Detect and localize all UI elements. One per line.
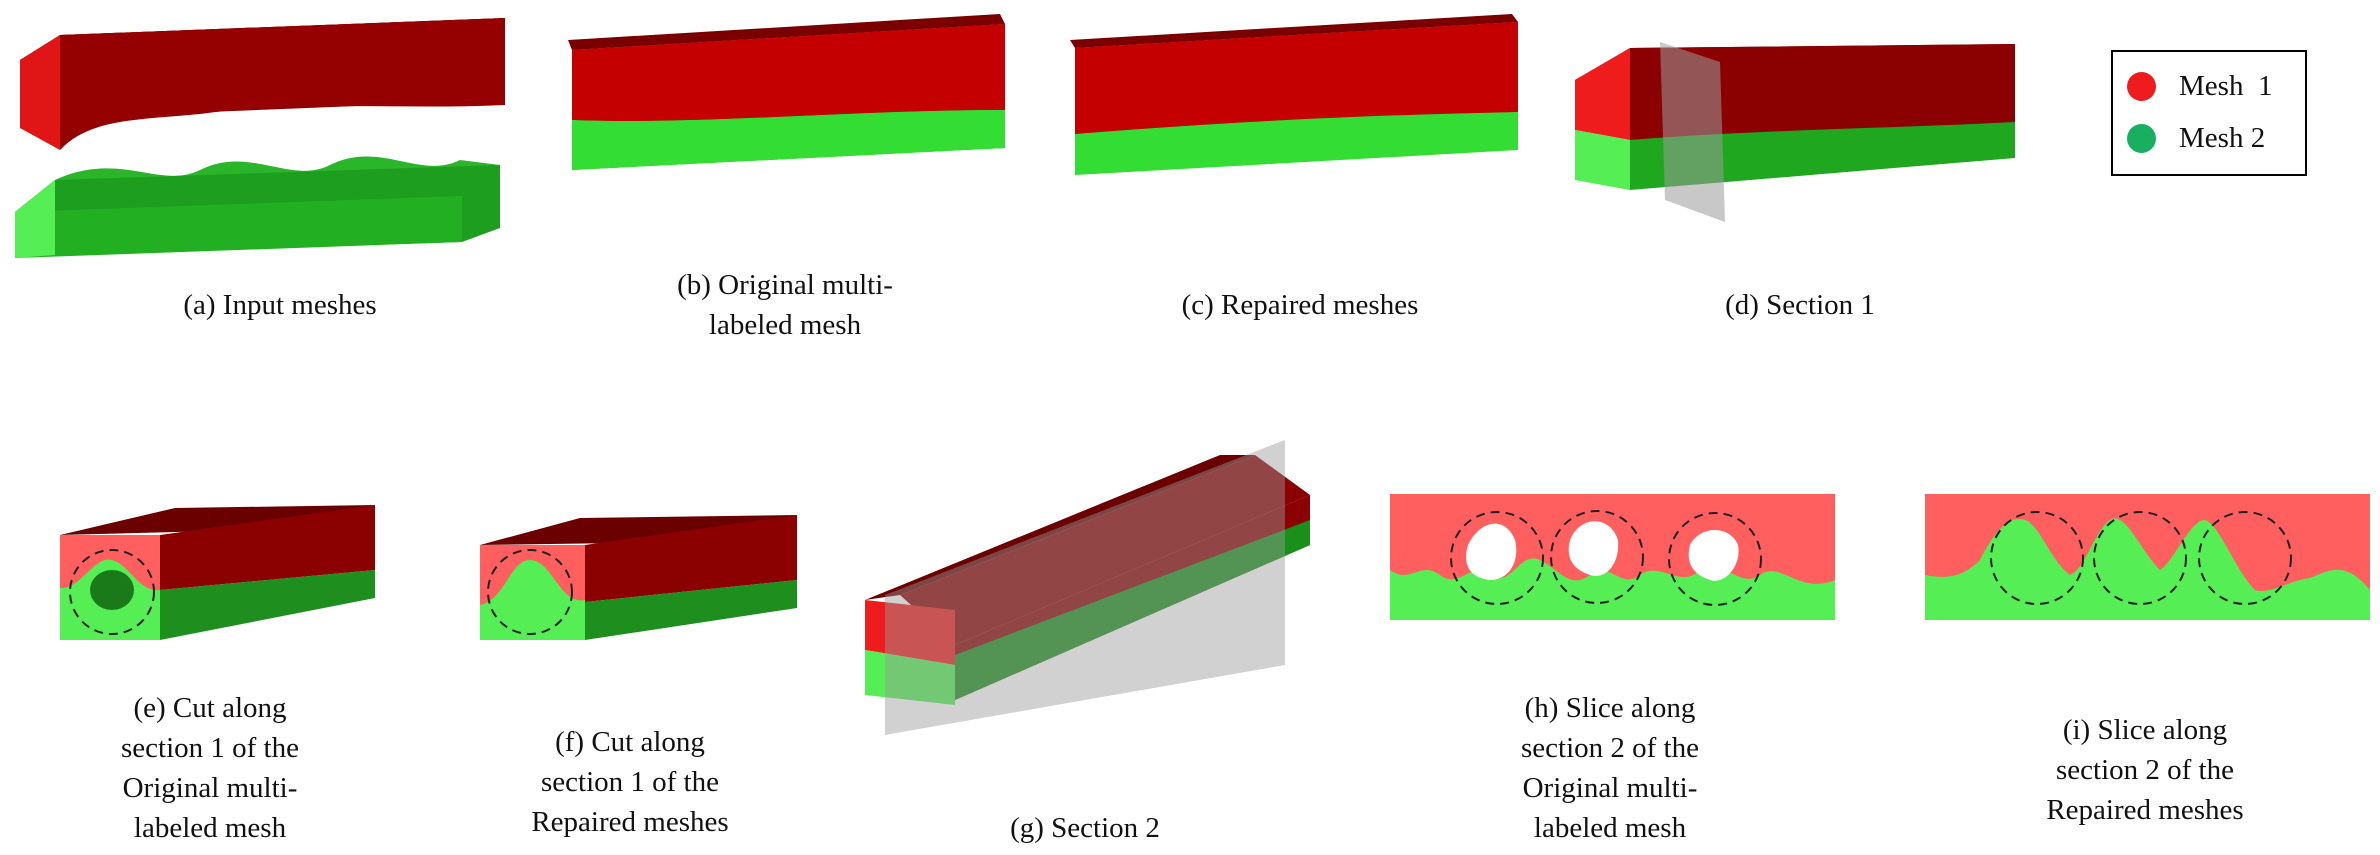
caption-f-line-3: Repaired meshes: [531, 806, 729, 838]
highlight-circle: [1990, 511, 2084, 605]
caption-b: (b) Original multi- labeled mesh: [575, 265, 995, 345]
panel-c-repaired-meshes: [1070, 14, 1518, 175]
legend-label-mesh-1: Mesh 1: [2179, 70, 2273, 102]
caption-g-line-1: (g) Section 2: [1010, 812, 1160, 844]
panel-g-section-2: [865, 440, 1310, 735]
caption-e-line-3: Original multi-: [122, 772, 298, 804]
caption-b-line-1: (b) Original multi-: [677, 269, 893, 301]
caption-h-line-1: (h) Slice along: [1524, 692, 1696, 724]
caption-h-line-4: labeled mesh: [1533, 812, 1687, 844]
caption-a-line-1: (a) Input meshes: [183, 289, 377, 321]
caption-e-line-1: (e) Cut along: [133, 692, 287, 724]
caption-h-line-2: section 2 of the: [1521, 732, 1699, 764]
caption-f-line-1: (f) Cut along: [555, 726, 705, 758]
legend-label-mesh-2: Mesh 2: [2179, 122, 2266, 154]
caption-i: (i) Slice along section 2 of the Repaire…: [1975, 710, 2315, 830]
highlight-circle: [1668, 512, 1762, 606]
caption-c-line-1: (c) Repaired meshes: [1181, 289, 1419, 321]
legend-item-mesh-2: Mesh 2: [2113, 118, 2305, 158]
caption-d: (d) Section 1: [1600, 285, 2000, 325]
caption-b-line-2: labeled mesh: [708, 309, 862, 341]
highlight-circle: [487, 549, 573, 635]
panel-a-input-meshes: [15, 18, 505, 258]
caption-i-line-2: section 2 of the: [2056, 754, 2234, 786]
caption-c: (c) Repaired meshes: [1090, 285, 1510, 325]
highlight-circle: [69, 549, 155, 635]
caption-h-line-3: Original multi-: [1522, 772, 1698, 804]
caption-i-line-1: (i) Slice along: [2062, 714, 2228, 746]
caption-e: (e) Cut along section 1 of the Original …: [40, 688, 380, 848]
caption-h: (h) Slice along section 2 of the Origina…: [1440, 688, 1780, 848]
caption-a: (a) Input meshes: [80, 285, 480, 325]
caption-e-line-4: labeled mesh: [133, 812, 287, 844]
caption-i-line-3: Repaired meshes: [2046, 794, 2244, 826]
section-plane-2: [885, 440, 1285, 735]
panel-f-cut-repaired: [480, 515, 797, 640]
legend: Mesh 1 Mesh 2: [2111, 50, 2307, 176]
caption-f-line-2: section 1 of the: [541, 766, 719, 798]
legend-swatch-mesh-2: [2127, 124, 2156, 153]
caption-f: (f) Cut along section 1 of the Repaired …: [460, 722, 800, 842]
caption-g: (g) Section 2: [915, 808, 1255, 848]
section-plane-1: [1660, 42, 1725, 222]
legend-item-mesh-1: Mesh 1: [2113, 66, 2305, 106]
caption-d-line-1: (d) Section 1: [1725, 289, 1875, 321]
highlight-circle: [2198, 511, 2292, 605]
legend-swatch-mesh-1: [2127, 72, 2156, 101]
panel-b-original-mesh: [568, 14, 1005, 170]
panel-d-section-1: [1575, 42, 2015, 222]
panel-h-slice-original: [1390, 494, 1835, 620]
highlight-circle: [1450, 511, 1544, 605]
highlight-circle: [2093, 511, 2187, 605]
panel-e-cut-original: [60, 505, 375, 640]
caption-e-line-2: section 1 of the: [121, 732, 299, 764]
panel-i-slice-repaired: [1925, 494, 2370, 620]
highlight-circle: [1550, 510, 1644, 604]
